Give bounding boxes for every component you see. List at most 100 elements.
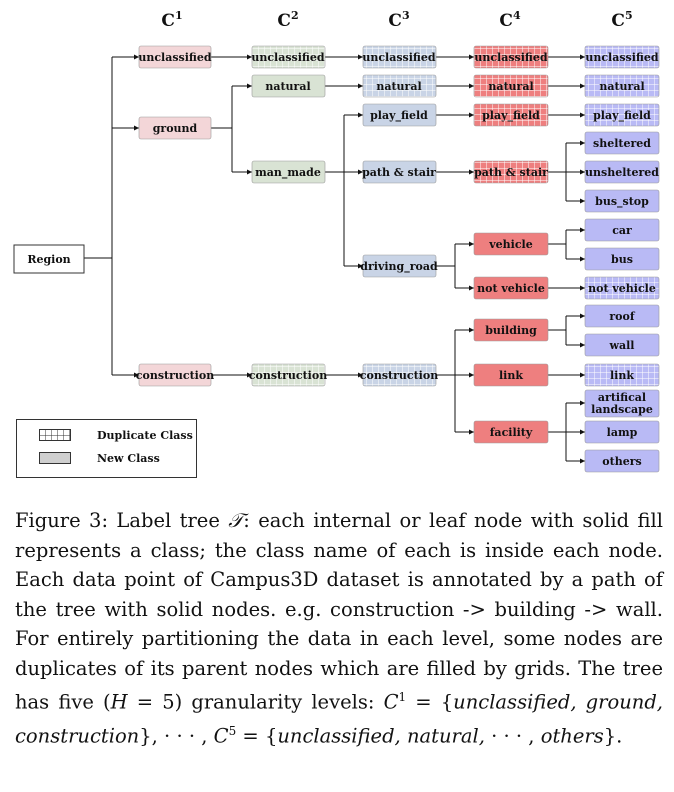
- node-c5-natural-duplicate: natural: [584, 74, 660, 98]
- node-c5-unsheltered: unsheltered: [584, 160, 660, 184]
- svg-text:sheltered: sheltered: [593, 137, 651, 150]
- caption-part: Figure 3: Label tree: [15, 509, 229, 532]
- svg-text:natural: natural: [599, 80, 644, 93]
- legend-new-label: New Class: [97, 451, 160, 465]
- caption-math-c: C: [213, 724, 229, 748]
- level-header-c1: C1: [161, 9, 182, 31]
- svg-text:construction: construction: [249, 369, 327, 382]
- legend-new: New Class: [39, 451, 160, 465]
- label-tree-diagram: C1 C2 C3 C4 C5: [13, 9, 660, 473]
- svg-text:artifical: artifical: [598, 391, 646, 404]
- svg-text:unclassified: unclassified: [474, 51, 548, 64]
- node-c5-roof: roof: [584, 304, 660, 328]
- svg-text:bus_stop: bus_stop: [595, 195, 649, 209]
- svg-text:construction: construction: [136, 369, 214, 382]
- tree-edges: [84, 54, 585, 464]
- svg-text:path & stair: path & stair: [362, 166, 436, 179]
- node-c1-ground: ground: [138, 116, 212, 140]
- svg-text:bus: bus: [611, 253, 633, 266]
- svg-text:roof: roof: [609, 310, 635, 323]
- node-c5-unclassified-duplicate: unclassified: [584, 45, 660, 69]
- svg-text:wall: wall: [609, 339, 635, 352]
- node-c3-play-field: play_field: [362, 103, 437, 127]
- caption-set-c5: unclassified, natural,: [277, 724, 485, 748]
- node-c4-vehicle: vehicle: [473, 232, 549, 256]
- svg-text:construction: construction: [360, 369, 438, 382]
- caption-sup: 5: [228, 724, 237, 738]
- node-c3-construction-duplicate: construction: [360, 363, 438, 387]
- svg-text:facility: facility: [490, 426, 533, 439]
- svg-text:natural: natural: [488, 80, 533, 93]
- level-header-c5: C5: [611, 9, 632, 31]
- svg-text:unclassified: unclassified: [362, 51, 436, 64]
- legend-duplicate-label: Duplicate Class: [97, 428, 193, 442]
- node-region: Region: [13, 244, 85, 274]
- svg-text:man_made: man_made: [255, 166, 321, 180]
- node-c4-building: building: [473, 318, 549, 342]
- level-header-c4: C4: [499, 9, 521, 31]
- svg-text:unsheltered: unsheltered: [585, 166, 659, 179]
- legend-new-swatch: [39, 452, 71, 464]
- svg-text:Region: Region: [27, 253, 70, 266]
- level-header-c2: C2: [277, 9, 298, 31]
- caption-set-c5-end: others: [540, 724, 604, 748]
- svg-text:not vehicle: not vehicle: [477, 282, 545, 295]
- level-header-c3: C3: [388, 9, 409, 31]
- svg-text:landscape: landscape: [591, 403, 653, 416]
- node-c3-natural-duplicate: natural: [362, 74, 437, 98]
- caption-part: = 5) granularity levels:: [127, 690, 384, 714]
- legend: Duplicate Class New Class: [16, 419, 197, 478]
- node-c2-construction-duplicate: construction: [249, 363, 327, 387]
- node-c3-unclassified-duplicate: unclassified: [362, 45, 437, 69]
- legend-duplicate-swatch: [39, 429, 71, 441]
- svg-text:link: link: [499, 369, 523, 382]
- svg-text:play_field: play_field: [482, 109, 540, 123]
- svg-text:play_field: play_field: [593, 109, 651, 123]
- svg-text:others: others: [602, 455, 641, 468]
- svg-text:path & stair: path & stair: [474, 166, 548, 179]
- node-c5-bus-stop: bus_stop: [584, 189, 660, 213]
- node-c4-unclassified-duplicate: unclassified: [473, 45, 549, 69]
- node-c5-car: car: [584, 218, 660, 242]
- node-c5-play-field-duplicate: play_field: [584, 103, 660, 127]
- svg-text:unclassified: unclassified: [138, 51, 212, 64]
- figure-caption: Figure 3: Label tree 𝒯: each internal or…: [15, 506, 663, 751]
- caption-part: · · · ,: [484, 724, 541, 748]
- svg-text:ground: ground: [153, 122, 198, 135]
- node-c4-not-vehicle: not vehicle: [473, 276, 549, 300]
- node-c4-natural-duplicate: natural: [473, 74, 549, 98]
- node-c2-man-made: man_made: [251, 160, 326, 184]
- svg-text:natural: natural: [265, 80, 310, 93]
- node-c5-bus: bus: [584, 247, 660, 271]
- node-c1-unclassified: unclassified: [138, 45, 212, 69]
- caption-set-c1: unclassified, ground, construction: [15, 690, 664, 748]
- svg-text:play_field: play_field: [370, 109, 428, 123]
- node-c4-facility: facility: [473, 420, 549, 444]
- node-c4-path-stair-duplicate: path & stair: [473, 160, 549, 184]
- node-c4-link: link: [473, 363, 549, 387]
- caption-part: }.: [603, 724, 623, 748]
- svg-text:not vehicle: not vehicle: [588, 282, 656, 295]
- node-c3-driving-road: driving_road: [360, 254, 438, 278]
- caption-part: : each internal or leaf node with solid …: [15, 509, 664, 714]
- caption-part: = {: [406, 690, 454, 714]
- node-c4-play-field-duplicate: play_field: [473, 103, 549, 127]
- node-c5-artificial-landscape: artifical landscape: [584, 389, 660, 418]
- svg-text:link: link: [610, 369, 634, 382]
- node-c5-others: others: [584, 449, 660, 473]
- caption-part: = {: [236, 724, 278, 748]
- node-c1-construction: construction: [136, 363, 214, 387]
- svg-text:lamp: lamp: [607, 426, 638, 439]
- node-c2-unclassified-duplicate: unclassified: [251, 45, 326, 69]
- svg-text:car: car: [612, 224, 632, 237]
- caption-tree-symbol: 𝒯: [228, 509, 244, 532]
- legend-duplicate: Duplicate Class: [39, 428, 193, 442]
- svg-text:unclassified: unclassified: [251, 51, 325, 64]
- svg-text:driving_road: driving_road: [360, 260, 438, 274]
- node-c3-path-stair: path & stair: [362, 160, 437, 184]
- caption-math-c: C: [383, 690, 399, 714]
- caption-part: }, · · · ,: [139, 724, 214, 748]
- node-c5-link-duplicate: link: [584, 363, 660, 387]
- svg-text:unclassified: unclassified: [585, 51, 659, 64]
- caption-math-h: H: [110, 690, 128, 714]
